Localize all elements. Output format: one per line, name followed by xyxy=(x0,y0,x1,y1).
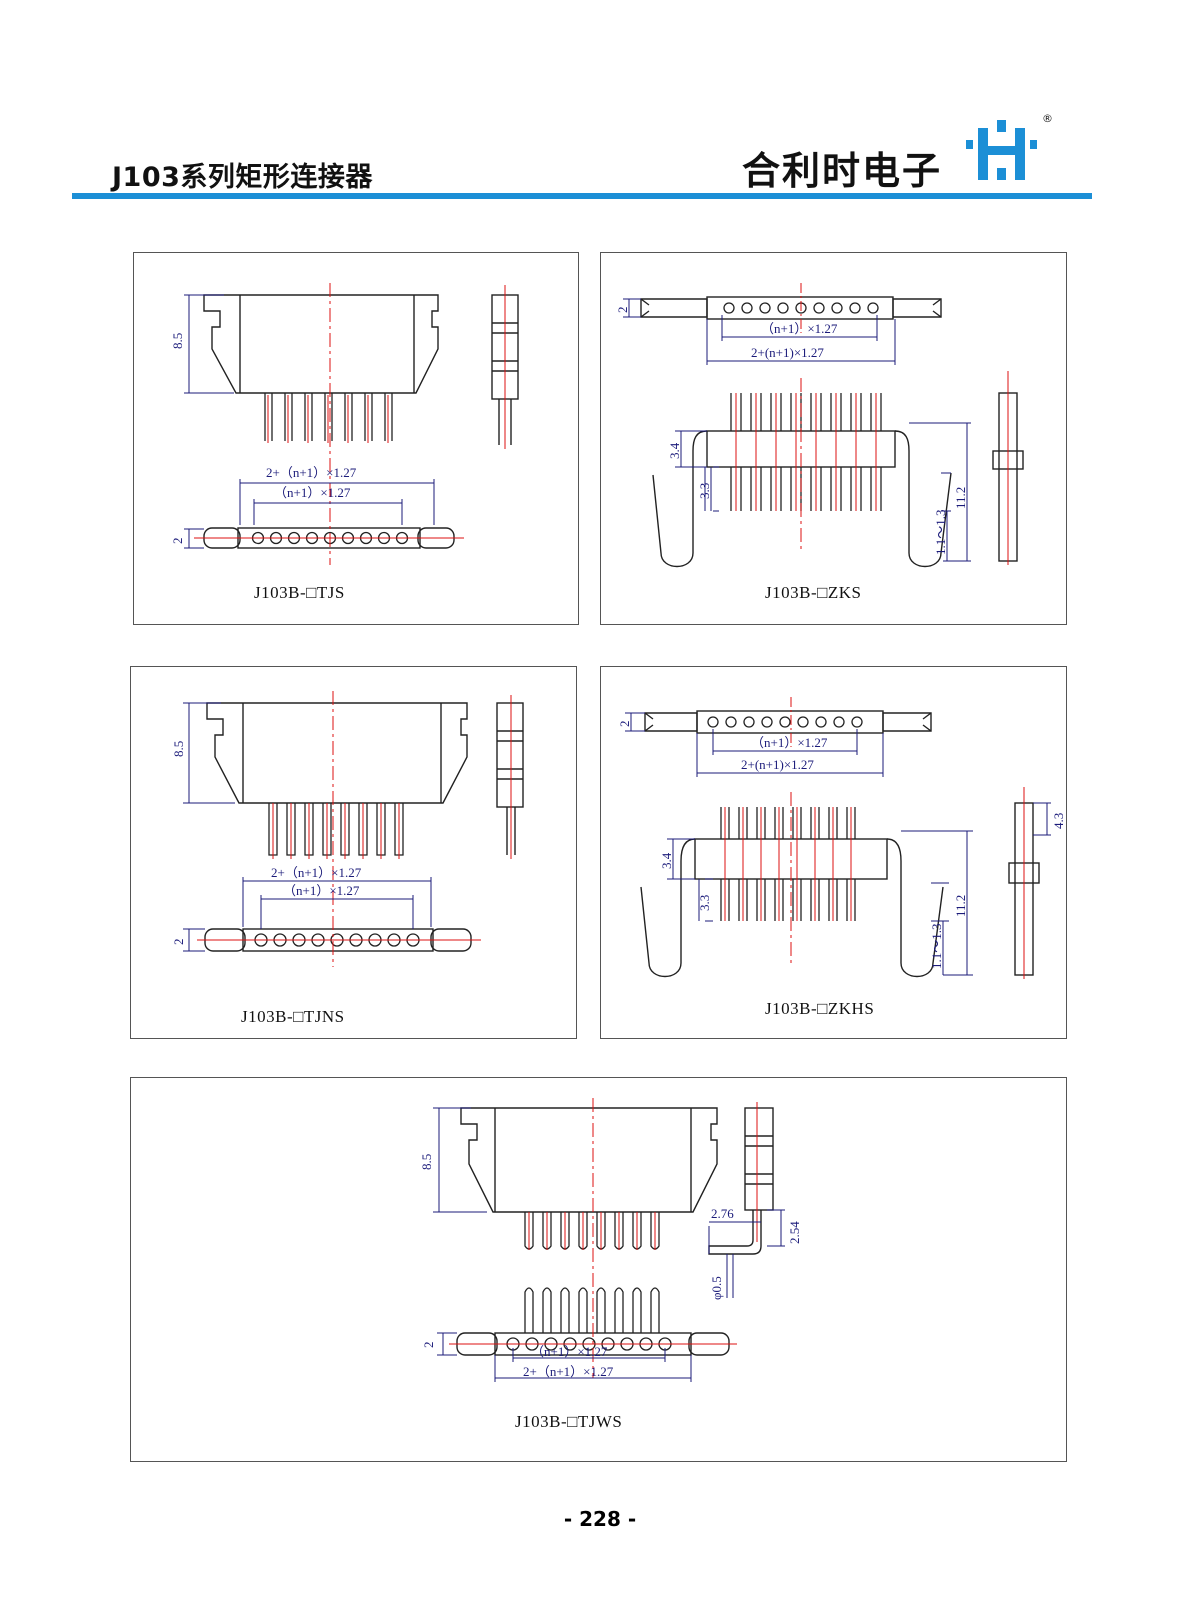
drawing-panel-tjns: 8.5 2+（n+1）×1.27 （n+1）×1.27 2 J103B-□TJN… xyxy=(130,666,577,1039)
dim-bend: 2.76 xyxy=(711,1206,734,1221)
drawing-zkhs: 2 （n+1）×1.27 2+(n+1)×1.27 3.4 3.3 11.2 1… xyxy=(617,697,1066,979)
drawing-caption: J103B-□TJNS xyxy=(241,1007,345,1026)
dim-range: 1.1～1.3 xyxy=(933,509,948,555)
drawing-caption: J103B-□TJWS xyxy=(515,1412,623,1431)
page-number: - 228 - xyxy=(563,1507,637,1531)
drawing-panel-tjs: 8.5 2+（n+1）×1.27 （n+1）×1.27 2 J103B-□TJS xyxy=(133,252,579,625)
dim-height: 8.5 xyxy=(419,1154,434,1170)
drawing-caption: J103B-□ZKS xyxy=(765,583,862,602)
company-name: 合利时电子 xyxy=(742,149,943,193)
dim-body: 3.4 xyxy=(667,442,682,459)
dim-outer-pitch: 2+(n+1)×1.27 xyxy=(751,345,824,360)
dim-height: 8.5 xyxy=(171,741,186,757)
drawing-tjs: 8.5 2+（n+1）×1.27 （n+1）×1.27 2 xyxy=(170,283,519,565)
header-rule xyxy=(72,193,1092,199)
drawing-caption: J103B-□TJS xyxy=(254,583,345,602)
dim-side: 4.3 xyxy=(1051,813,1066,829)
drawing-panel-zkhs: 2 （n+1）×1.27 2+(n+1)×1.27 3.4 3.3 11.2 1… xyxy=(600,666,1067,1039)
dim-pin-dia: φ0.5 xyxy=(709,1276,724,1300)
company-logo-icon: ® xyxy=(966,112,1052,180)
drawing-panel-zks: 2 （n+1）×1.27 2+(n+1)×1.27 3.4 3.3 11.2 1… xyxy=(600,252,1067,625)
dim-thickness: 2 xyxy=(171,939,186,946)
dim-outer-pitch: 2+（n+1）×1.27 xyxy=(266,465,357,480)
drawing-tjns: 8.5 2+（n+1）×1.27 （n+1）×1.27 2 xyxy=(171,691,524,967)
dim-rise: 2.54 xyxy=(787,1221,802,1244)
drawing-panel-tjws: 8.5 2.76 2.54 φ0.5 2 （n+1）×1.27 2+（n+1）×… xyxy=(130,1077,1067,1462)
dim-inner-pitch: （n+1）×1.27 xyxy=(274,485,351,500)
dim-outer-pitch: 2+（n+1）×1.27 xyxy=(271,865,362,880)
dim-thickness: 2 xyxy=(170,538,185,545)
drawing-zks: 2 （n+1）×1.27 2+(n+1)×1.27 3.4 3.3 11.2 1… xyxy=(615,283,1024,568)
drawing-caption: J103B-□ZKHS xyxy=(765,999,875,1018)
dim-total: 11.2 xyxy=(953,895,968,917)
dim-inner-pitch: （n+1）×1.27 xyxy=(283,883,360,898)
dim-pin: 3.3 xyxy=(697,483,712,499)
dim-thickness: 2 xyxy=(617,721,632,728)
dim-range: 1.1～1.3 xyxy=(929,923,944,969)
dim-outer-pitch: 2+（n+1）×1.27 xyxy=(523,1364,614,1379)
dim-body: 3.4 xyxy=(659,852,674,869)
dim-inner-pitch: （n+1）×1.27 xyxy=(761,321,838,336)
dim-pin: 3.3 xyxy=(697,895,712,911)
dim-thickness: 2 xyxy=(615,307,630,314)
dim-height: 8.5 xyxy=(170,333,185,349)
dim-inner-pitch: （n+1）×1.27 xyxy=(751,735,828,750)
dim-total: 11.2 xyxy=(953,487,968,509)
drawing-tjws: 8.5 2.76 2.54 φ0.5 2 （n+1）×1.27 2+（n+1）×… xyxy=(419,1098,802,1382)
dim-outer-pitch: 2+(n+1)×1.27 xyxy=(741,757,814,772)
dim-inner-pitch: （n+1）×1.27 xyxy=(531,1344,608,1359)
dim-thickness: 2 xyxy=(421,1342,436,1349)
registered-mark: ® xyxy=(1042,112,1052,125)
series-title: J103系列矩形连接器 xyxy=(112,162,373,193)
